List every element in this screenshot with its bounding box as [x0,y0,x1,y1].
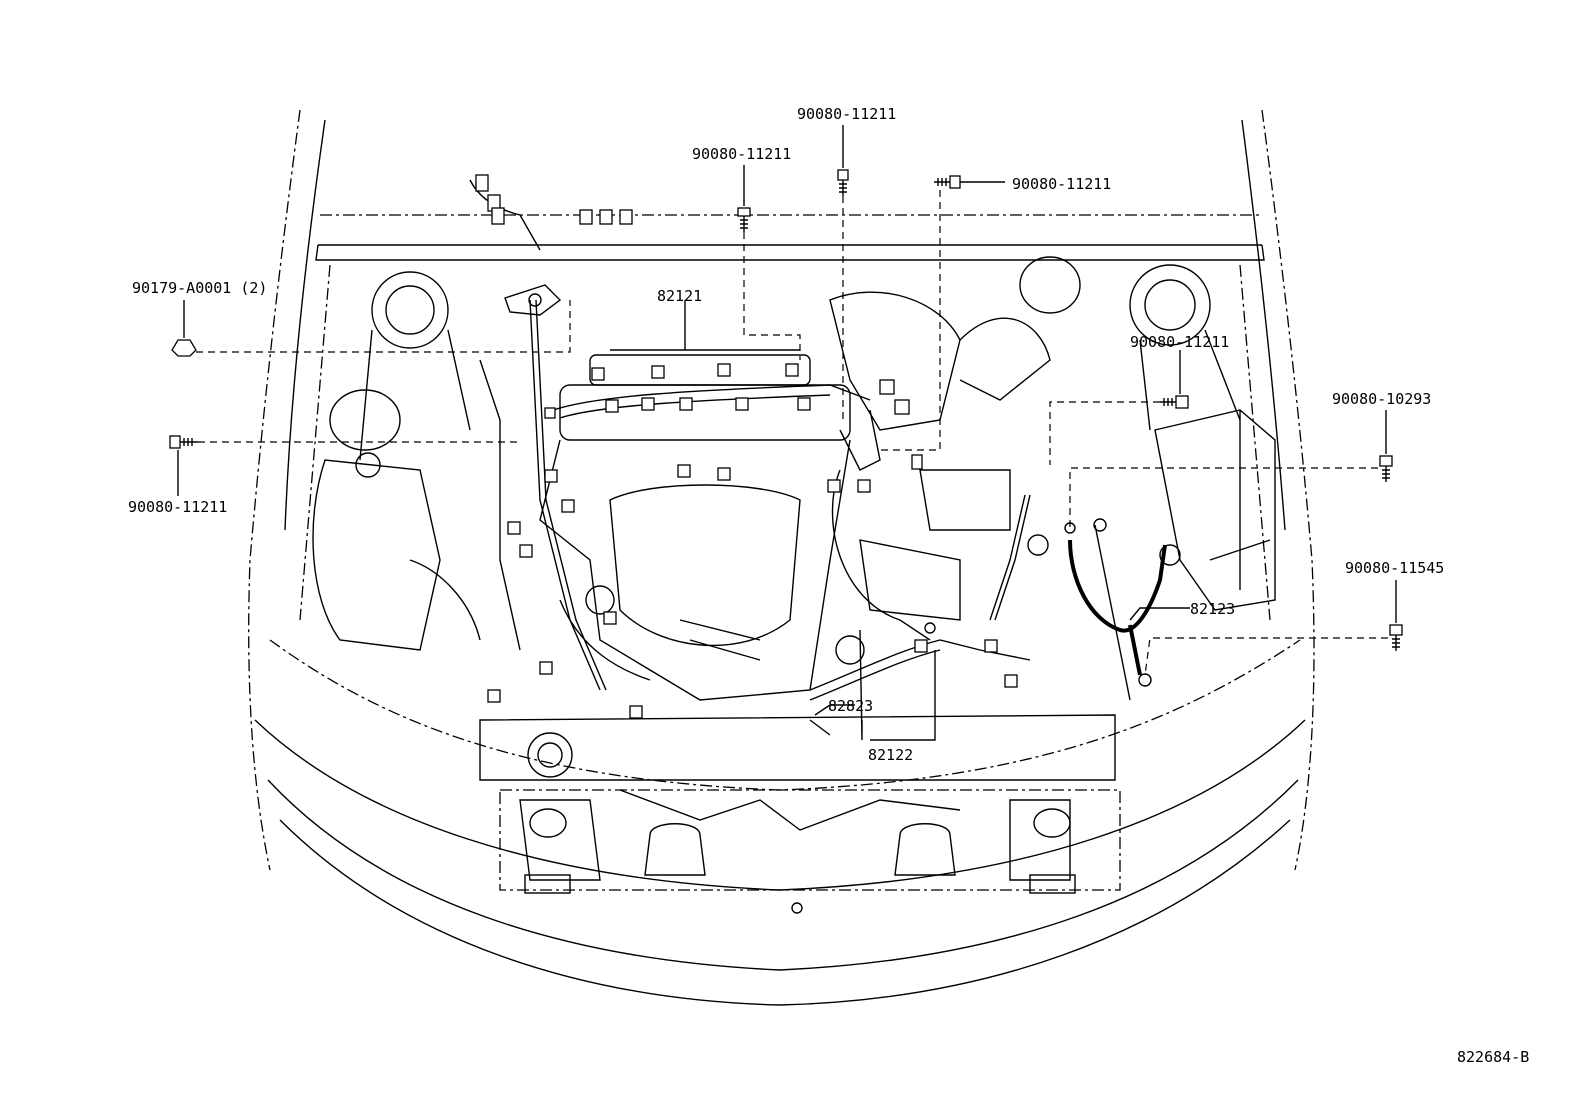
bolt-right-upper-icon [1160,395,1189,409]
harness-82123 [989,494,1167,701]
label-harness-main: 82121 [657,287,702,305]
label-harness-front: 82122 [868,746,913,764]
label-bolt-top-center: 90080-11211 [797,105,896,123]
label-harness-sub: 82823 [828,697,873,715]
label-clip-left: 90179-A0001 (2) [132,279,267,297]
harness-82122 [809,622,1031,736]
bolt-top-right-icon [934,175,961,189]
engine-assembly [539,256,1081,701]
bolt-right-lower-icon [1389,624,1403,651]
fasteners [169,125,1403,741]
body-outline [248,109,1315,1006]
label-bolt-right-upper: 90080-11211 [1130,333,1229,351]
bolt-right-mid-icon [1379,455,1393,482]
radiator-support [479,714,1121,914]
left-strut-tower [359,271,471,461]
label-bolt-right-lower: 90080-11545 [1345,559,1444,577]
bolt-top-center-icon [837,169,849,196]
part-labels: 90080-11211 90080-11211 90080-11211 9017… [128,105,1529,1066]
coolant-reservoir [312,389,441,651]
label-bolt-top-right: 90080-11211 [1012,175,1111,193]
diagram-code: 822684-B [1457,1048,1529,1066]
label-bolt-right-mid: 90080-10293 [1332,390,1431,408]
label-harness-battery: 82123 [1190,600,1235,618]
bolt-top-left-icon [737,207,751,232]
harness-82121 [409,174,923,719]
battery [1154,409,1276,611]
right-strut-tower [1129,264,1241,431]
label-bolt-top-left: 90080-11211 [692,145,791,163]
label-bolt-left: 90080-11211 [128,498,227,516]
bolt-left-icon [169,435,198,449]
clip-left-icon [171,339,197,357]
